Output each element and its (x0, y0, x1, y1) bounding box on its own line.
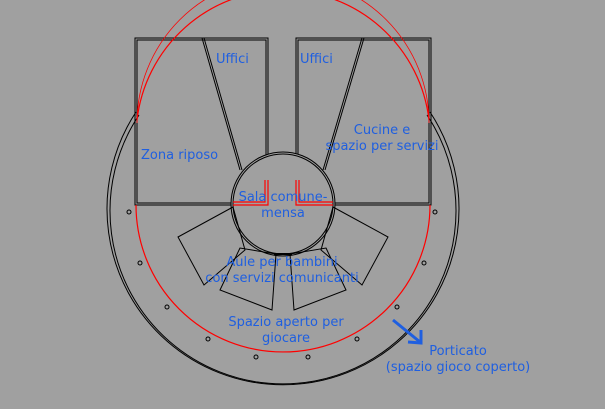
classroom-right-inner (289, 247, 347, 311)
label-aule-line2: con servizi comunicanti (205, 271, 359, 286)
left-building (134, 37, 269, 206)
classroom-right-outer (320, 206, 389, 286)
label-porticato-line1: Porticato (429, 344, 487, 359)
porticato-arrow-icon (392, 318, 423, 345)
label-spazio-line2: giocare (262, 331, 310, 346)
label-sala-line2: mensa (261, 206, 305, 221)
central-hall (230, 151, 336, 257)
label-cucine-line2: spazio per servizi (325, 139, 439, 154)
label-spazio-aperto: Spazio aperto per giocare (218, 315, 354, 347)
label-aule-line1: Aule per bambini (226, 255, 338, 270)
label-porticato-line2: (spazio gioco coperto) (385, 360, 531, 375)
label-zona-riposo: Zona riposo (141, 148, 219, 163)
outer-circle-inner (109, 114, 457, 385)
outer-circle (106, 111, 460, 386)
label-spazio-line1: Spazio aperto per (228, 315, 344, 330)
red-arc-bottom (135, 204, 431, 353)
classroom-left-outer (177, 206, 246, 286)
label-uffici-right: Uffici (300, 52, 333, 67)
label-sala: Sala comune- mensa (233, 190, 333, 222)
label-porticato: Porticato (spazio gioco coperto) (378, 344, 538, 376)
label-cucine-line1: Cucine e (353, 123, 411, 138)
red-arc-top (136, 0, 430, 121)
label-aule: Aule per bambini con servizi comunicanti (196, 255, 368, 287)
label-sala-line1: Sala comune- (238, 190, 328, 205)
classroom-left-inner (219, 247, 277, 311)
label-cucine: Cucine e spazio per servizi (320, 123, 444, 155)
label-uffici-left: Uffici (216, 52, 249, 67)
